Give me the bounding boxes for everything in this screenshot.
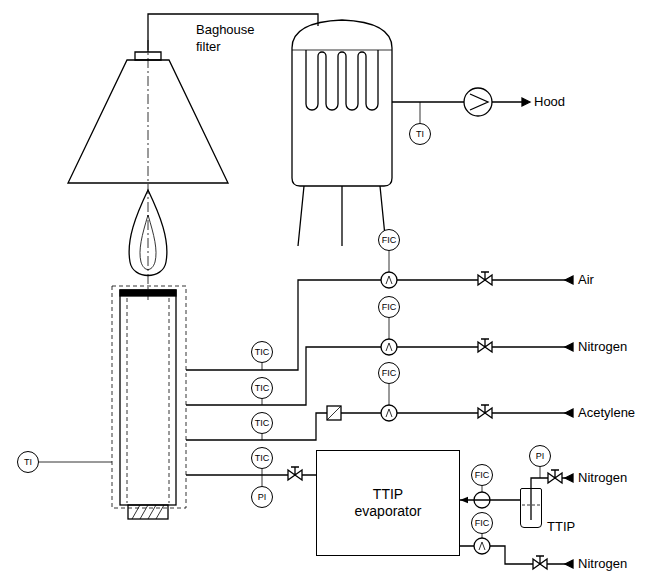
flowmeter-symbol — [474, 538, 490, 554]
stream-label: Acetylene — [578, 405, 635, 421]
valve-symbol — [478, 405, 492, 418]
instrument-tag: TI — [416, 130, 424, 139]
air-line — [186, 280, 573, 370]
valve-symbol — [478, 339, 492, 352]
reactor-inner-line — [169, 298, 170, 503]
stream-label: Air — [578, 272, 594, 288]
container-label: TTIP — [547, 519, 575, 536]
fitting-hatch — [132, 505, 164, 519]
valve-symbol — [478, 272, 492, 285]
instrument-bubble: TIC — [251, 447, 273, 469]
instrument-tag: FIC — [475, 519, 490, 528]
instrument-bubble: TI — [17, 451, 39, 473]
instrument-tag: FIC — [382, 303, 397, 312]
filter-symbol — [327, 406, 341, 420]
instrument-bubble: FIC — [471, 512, 493, 534]
nitrogen-line — [531, 478, 573, 520]
flame-outer — [129, 190, 167, 276]
reactor-jacket — [112, 286, 186, 508]
node-text: TTIP — [547, 519, 575, 536]
reactor-inner-line — [127, 298, 128, 503]
flow-arrow — [522, 98, 530, 106]
instrument-bubble: FIC — [471, 464, 493, 486]
stream-label: Hood — [534, 94, 565, 110]
flowmeter-symbol — [381, 339, 397, 355]
valve-symbol — [548, 470, 562, 483]
instrument-bubble: PI — [529, 445, 551, 467]
instrument-tag: FIC — [475, 471, 490, 480]
stream-label: Nitrogen — [578, 470, 627, 486]
stream-label: Nitrogen — [578, 556, 627, 572]
valve-symbol — [533, 556, 547, 569]
stream-label: Nitrogen — [578, 470, 627, 486]
instrument-wire — [420, 102, 421, 123]
reactor-bottom-fitting — [128, 505, 168, 519]
instrument-bubble: TIC — [251, 377, 273, 399]
instrument-bubble: PI — [251, 486, 273, 508]
instrument-bubble: FIC — [378, 362, 400, 384]
acetylene-line — [186, 413, 573, 440]
filter-vessel: Baghouse filter — [292, 18, 392, 186]
stream-label: Hood — [534, 94, 565, 110]
instrument-bubble: FIC — [378, 296, 400, 318]
nitrogen-line — [186, 347, 573, 405]
flowmeter-symbol — [381, 272, 397, 288]
stream-label: Nitrogen — [578, 339, 627, 355]
vessel-outline — [292, 20, 392, 186]
instrument-wire — [39, 251, 540, 538]
filter-symbol — [327, 406, 341, 420]
instrument-bubble: TIC — [251, 412, 273, 434]
node-text: Baghouse filter — [196, 22, 276, 56]
instrument-tag: TIC — [255, 384, 270, 393]
node-text: TTIP evaporator — [343, 486, 433, 520]
instrument-bubble: TI — [409, 123, 431, 145]
liquid-level — [522, 505, 540, 506]
process-box: TTIP evaporator — [316, 450, 460, 556]
stream-label: Air — [578, 272, 594, 288]
instrument-tag: TIC — [255, 419, 270, 428]
stream-label: Nitrogen — [578, 556, 627, 572]
liquid-container: TTIP — [520, 488, 542, 528]
valve-symbol — [288, 467, 302, 480]
flowmeter-symbol — [381, 405, 397, 421]
instrument-tag: PI — [258, 493, 267, 502]
stream-label: Acetylene — [578, 405, 635, 421]
instrument-bubble: FIC — [378, 229, 400, 251]
vessel-label: Baghouse filter — [196, 22, 276, 56]
instrument-bubble: TIC — [251, 341, 273, 363]
flame-inner — [140, 215, 156, 270]
filter-bags — [306, 50, 378, 110]
pump-symbol — [464, 88, 492, 116]
instrument-tag: PI — [536, 452, 545, 461]
reactor-tube — [120, 290, 176, 505]
center-line — [148, 40, 149, 300]
stream-label: Nitrogen — [578, 339, 627, 355]
pipe-connector — [460, 499, 520, 500]
instrument-tag: TIC — [255, 348, 270, 357]
pump-triangle — [470, 94, 488, 110]
vessel-legs — [298, 186, 386, 246]
instrument-tag: TI — [24, 458, 32, 467]
instrument-tag: TIC — [255, 454, 270, 463]
vessel-outline — [292, 18, 392, 186]
tube-sheet — [292, 50, 392, 51]
reactor-rim — [120, 290, 176, 296]
instrument-tag: FIC — [382, 236, 397, 245]
outlet-pipe — [392, 101, 526, 102]
instrument-tag: FIC — [382, 369, 397, 378]
